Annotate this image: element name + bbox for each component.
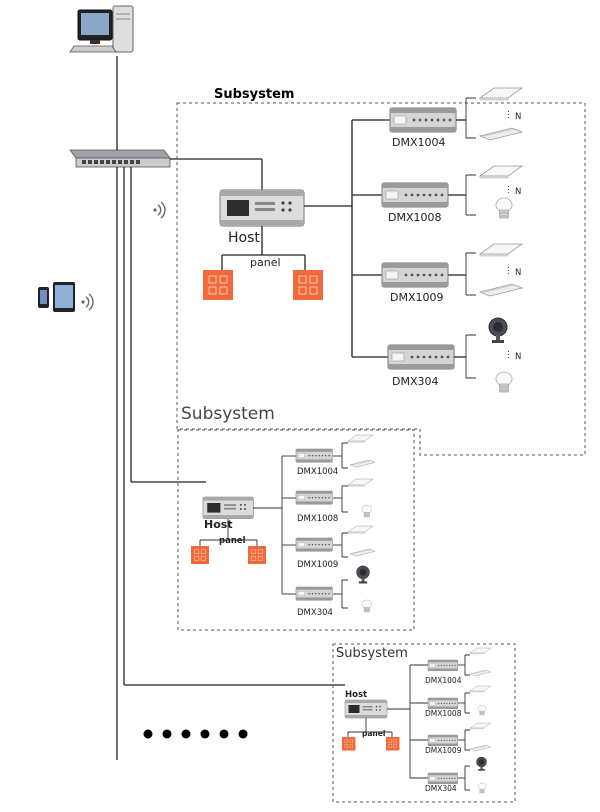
bulb-icon [477, 782, 487, 794]
linear-light-icon [469, 669, 492, 677]
panel-switch [292, 269, 324, 301]
host-label: Host [228, 230, 260, 246]
subsystem-2-border [177, 429, 415, 631]
panel-switch [190, 545, 210, 565]
ceiling-panel-light-icon [479, 165, 523, 179]
ceiling-panel-light-icon [479, 243, 523, 257]
ceiling-panel-light-icon [347, 478, 374, 487]
computer-icon [69, 5, 134, 53]
more-subsystems-ellipsis [143, 729, 248, 739]
controller-label: DMX304 [425, 784, 457, 793]
dmx-controller [427, 659, 458, 672]
spotlight-icon [356, 565, 370, 584]
dmx-controller [295, 490, 333, 505]
controller-label: DMX1008 [297, 514, 338, 524]
controller-row-1: DMX1004 ⋮ N [352, 87, 523, 149]
controller-row-4: DMX304 ⋮ N [352, 317, 521, 393]
host-device [202, 496, 254, 519]
network-switch-icon [69, 149, 171, 168]
dmx-controller [427, 772, 458, 785]
controller-label: DMX304 [392, 375, 439, 388]
linear-light-icon [349, 459, 376, 468]
dmx-controller [295, 537, 333, 552]
bulb-icon [361, 504, 372, 518]
controller-label: DMX1004 [425, 676, 462, 685]
spotlight-icon [476, 756, 487, 772]
svg-text:⋮: ⋮ [504, 185, 513, 195]
panel-switch [202, 269, 234, 301]
host-label: Host [345, 690, 367, 700]
host-device [344, 699, 388, 719]
ceiling-panel-light-icon [469, 647, 492, 655]
panel-label: panel [219, 536, 246, 546]
subsystem-2: Subsystem Host panel DMX1004 DMX1008 DMX… [177, 404, 415, 631]
phone-icon [38, 287, 49, 308]
dmx-controller [381, 182, 449, 208]
tablet-icon [53, 282, 75, 312]
svg-text:⋮: ⋮ [504, 110, 513, 120]
bulb-icon [495, 371, 513, 393]
subsystem-3-border [332, 643, 516, 803]
ceiling-panel-light-icon [469, 685, 492, 693]
linear-light-icon [479, 283, 523, 297]
ceiling-panel-light-icon [479, 87, 523, 101]
controller-label: DMX304 [297, 608, 333, 618]
panel-label: panel [250, 256, 281, 269]
controller-label: DMX1004 [392, 136, 446, 149]
controller-row-2: DMX1008 ⋮ N [352, 165, 523, 224]
dmx-controller [295, 448, 333, 463]
linear-light-icon [469, 744, 492, 752]
controller-label: DMX1004 [297, 467, 338, 477]
subsystem-1: Subsystem Host panel DMX1004 ⋮ N [176, 87, 586, 456]
n-label: N [515, 352, 521, 362]
linear-light-icon [479, 127, 523, 141]
controller-row-3: DMX1009 ⋮ N [352, 243, 523, 304]
dmx-controller [427, 697, 458, 710]
wifi-icon [81, 293, 94, 311]
controller-label: DMX1008 [425, 709, 462, 718]
spotlight-icon [488, 317, 508, 344]
linear-light-icon [349, 548, 376, 557]
host-device [219, 189, 305, 227]
ceiling-panel-light-icon [347, 434, 374, 443]
bulb-icon [361, 599, 372, 613]
subsystem-3-title: Subsystem [336, 646, 408, 661]
panel-label: panel [362, 729, 385, 738]
dmx-controller [381, 262, 449, 288]
dmx-controller [295, 586, 333, 601]
controller-label: DMX1009 [390, 291, 444, 304]
n-label: N [515, 268, 521, 278]
subsystem-1-border [176, 102, 586, 456]
controller-label: DMX1009 [297, 560, 338, 570]
bulb-icon [495, 197, 513, 219]
panel-switch [341, 736, 356, 751]
ceiling-panel-light-icon [469, 722, 492, 730]
dmx-controller [387, 344, 455, 370]
controller-label: DMX1009 [425, 746, 462, 755]
panel-switch [385, 736, 400, 751]
bulb-icon [477, 704, 487, 716]
panel-switch [247, 545, 267, 565]
subsystem-3: Subsystem Host panel DMX1004 DMX1008 DMX… [332, 643, 516, 803]
dmx-controller [389, 107, 457, 133]
svg-text:⋮: ⋮ [504, 266, 513, 276]
controller-label: DMX1008 [388, 211, 442, 224]
ceiling-panel-light-icon [347, 525, 374, 534]
n-label: N [515, 112, 521, 122]
wifi-icon [153, 201, 166, 219]
subsystem-1-title: Subsystem [214, 87, 294, 102]
dmx-controller [427, 734, 458, 747]
host-label: Host [204, 518, 233, 531]
subsystem-2-title: Subsystem [181, 404, 275, 424]
n-label: N [515, 187, 521, 197]
svg-text:⋮: ⋮ [504, 350, 513, 360]
